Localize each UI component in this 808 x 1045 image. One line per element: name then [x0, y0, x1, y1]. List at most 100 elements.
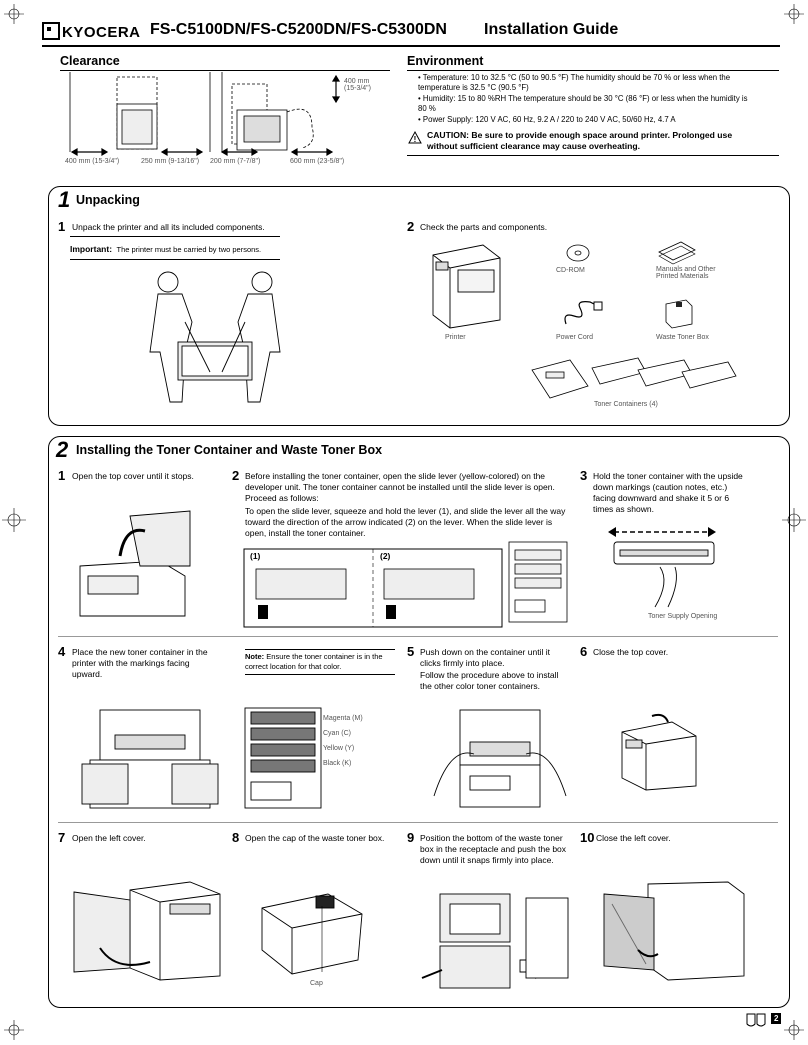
open-left-cover-illustration — [73, 881, 221, 981]
clearance-dim-2: 250 mm (9-13/16") — [141, 158, 200, 165]
developer-unit-illustration — [508, 541, 568, 623]
header-rule — [42, 45, 780, 47]
clearance-dim-4: 600 mm (23-5/8") — [290, 158, 345, 165]
step-number: 5 — [407, 644, 415, 659]
row-divider — [58, 636, 778, 637]
environment-bullet: • Power Supply: 120 V AC, 60 Hz, 9.2 A /… — [418, 115, 676, 124]
step-text: Open the cap of the waste toner box. — [245, 833, 385, 843]
printer-icon — [432, 244, 501, 329]
caution-text: CAUTION: Be sure to provide enough space… — [427, 130, 733, 151]
push-toner-illustration — [433, 709, 567, 808]
callout-2: (2) — [380, 551, 391, 561]
step-text: Unpack the printer and all its included … — [72, 222, 265, 232]
section-1-number: 1 — [58, 187, 71, 212]
color-label-black: Black (K) — [323, 760, 352, 767]
place-toner-illustration — [81, 709, 219, 809]
caution-triangle-icon: ! — [408, 130, 422, 144]
step-number: 3 — [580, 468, 588, 483]
brand-name: KYOCERA — [62, 24, 141, 41]
step-text: Push down on the container until it clic… — [420, 647, 550, 668]
note-text: Ensure the toner container is in the cor… — [245, 652, 383, 671]
step-text: Check the parts and components. — [420, 222, 548, 232]
section-2-number: 2 — [56, 437, 69, 462]
clearance-dim-1: 400 mm (15-3/4") — [65, 158, 120, 165]
close-left-cover-illustration — [603, 881, 745, 981]
clearance-diagram — [69, 72, 341, 157]
step-number: 7 — [58, 830, 66, 845]
cd-rom-icon — [566, 244, 590, 262]
shake-toner-illustration — [608, 527, 716, 608]
toner-containers-icon — [531, 357, 737, 399]
insert-waste-toner-illustration — [421, 893, 569, 989]
callout-1: (1) — [250, 551, 261, 561]
page-number: 2 — [771, 1013, 782, 1024]
step-number: 9 — [407, 830, 415, 845]
kyocera-logo-icon — [42, 22, 60, 40]
waste-toner-box-icon — [665, 299, 693, 329]
step-text: Open the top cover until it stops. — [72, 471, 194, 481]
step-text: Close the top cover. — [593, 647, 669, 657]
environment-heading: Environment — [407, 54, 484, 68]
cap-label: Cap — [310, 980, 323, 987]
step-text: Open the left cover. — [72, 833, 146, 843]
toner-installation-heading: Installing the Toner Container and Waste… — [76, 443, 383, 457]
step-text: Position the bottom of the waste toner b… — [420, 833, 567, 865]
step-text: Close the left cover. — [596, 833, 671, 843]
important-box: Important: The printer must be carried b… — [70, 236, 280, 260]
svg-text:!: ! — [414, 135, 417, 144]
brand-logo: KYOCERA — [42, 22, 141, 41]
step-number: 1 — [58, 468, 66, 483]
unpacking-panel — [48, 186, 790, 426]
step-text: Place the new toner container in the pri… — [72, 647, 208, 679]
page-turn-icon — [746, 1013, 766, 1027]
environment-bullet: • Humidity: 15 to 80 %RH The temperature… — [418, 94, 748, 113]
step-subtext: To open the slide lever, squeeze and hol… — [245, 506, 566, 538]
part-label-manuals: Manuals and Other Printed Materials — [656, 266, 716, 280]
step-number: 1 — [58, 219, 66, 234]
part-label-printer: Printer — [445, 334, 466, 341]
color-label-magenta: Magenta (M) — [323, 715, 363, 722]
note-label: Note: — [245, 652, 265, 661]
slide-lever-illustration — [243, 548, 503, 628]
environment-bottom-rule — [407, 155, 779, 156]
step-subtext: Follow the procedure above to install th… — [420, 670, 559, 691]
environment-rule — [407, 70, 779, 71]
row-divider — [58, 822, 778, 823]
step-text: Before installing the toner container, o… — [245, 471, 555, 503]
step-number: 10 — [580, 830, 595, 845]
waste-toner-cap-illustration — [261, 893, 363, 975]
manuals-icon — [658, 241, 696, 265]
unpacking-heading: Unpacking — [76, 193, 140, 207]
close-top-cover-illustration — [621, 713, 697, 791]
part-label-waste-toner-box: Waste Toner Box — [656, 334, 709, 341]
toner-slots-illustration — [244, 707, 322, 809]
environment-bullet: • Temperature: 10 to 32.5 °C (50 to 90.5… — [418, 73, 731, 92]
environment-bullet-text: Temperature: 10 to 32.5 °C (50 to 90.5 °… — [418, 73, 731, 92]
clearance-heading: Clearance — [60, 54, 120, 68]
environment-bullet-text: Power Supply: 120 V AC, 60 Hz, 9.2 A / 2… — [422, 115, 676, 124]
toner-supply-opening-label: Toner Supply Opening — [648, 613, 718, 620]
important-text: The printer must be carried by two perso… — [116, 245, 262, 254]
part-label-toner-containers: Toner Containers (4) — [594, 401, 658, 408]
step-text: Hold the toner container with the upside… — [593, 471, 743, 514]
clearance-rule — [60, 70, 390, 71]
step-number: 2 — [407, 219, 415, 234]
step-number: 4 — [58, 644, 66, 659]
note-box: Note: Ensure the toner container is in t… — [245, 649, 395, 675]
environment-list: • Temperature: 10 to 32.5 °C (50 to 90.5… — [418, 73, 758, 125]
toner-installation-panel — [48, 436, 790, 1008]
color-label-yellow: Yellow (Y) — [323, 745, 355, 752]
step-number: 6 — [580, 644, 588, 659]
power-cord-icon — [564, 301, 603, 325]
guide-title: Installation Guide — [484, 21, 619, 38]
important-label: Important: — [70, 244, 113, 254]
step-number: 8 — [232, 830, 240, 845]
model-title: FS-C5100DN/FS-C5200DN/FS-C5300DN — [150, 21, 447, 38]
step-number: 2 — [232, 468, 240, 483]
part-label-cdrom: CD-ROM — [556, 267, 585, 274]
clearance-dim-5: 400 mm (15-3/4") — [344, 78, 371, 92]
two-person-carry-illustration — [149, 271, 281, 403]
clearance-dim-3: 200 mm (7-7/8") — [210, 158, 261, 165]
color-label-cyan: Cyan (C) — [323, 730, 352, 737]
